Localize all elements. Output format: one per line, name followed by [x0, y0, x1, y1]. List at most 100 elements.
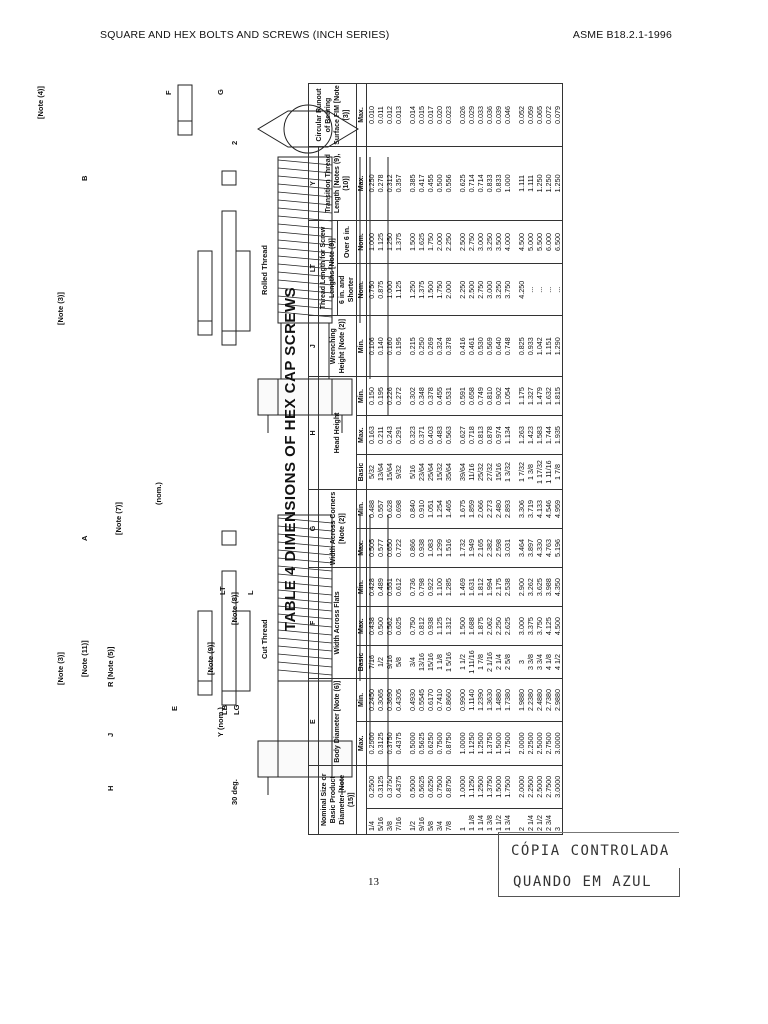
th-sub-max: Max.	[356, 146, 367, 221]
table-cell: 0.302	[408, 376, 417, 416]
table-cell: 0.140	[376, 315, 385, 377]
table-cell: 0.226	[385, 376, 394, 416]
table-cell: 2 1/4	[526, 808, 535, 835]
table-cell: 0.7410	[435, 678, 444, 722]
table-cell: 0.718	[467, 415, 476, 455]
table-cell: 0.106	[366, 315, 376, 377]
th-six-shorter: 6 in. and Shorter	[337, 263, 357, 316]
table-cell: 0.269	[426, 315, 435, 377]
table-cell: 2.625	[503, 606, 512, 646]
table-cell: 0.736	[408, 567, 417, 607]
table-cell: 0.698	[394, 489, 403, 529]
table-cell: 1.7500	[503, 721, 512, 766]
table-cell: 2.7500	[544, 721, 553, 766]
table-cell: 7/8	[444, 808, 453, 835]
th-sub-min: Min.	[356, 678, 367, 722]
angle-label: 30 deg.	[230, 779, 239, 805]
th-letter-j: J	[308, 315, 319, 377]
table-cell: 1.000	[366, 220, 376, 264]
table-cell: 0.577	[376, 528, 385, 568]
table-cell: 0.714	[476, 146, 485, 221]
table-cell: 0.530	[476, 315, 485, 377]
table-cell: 0.455	[435, 376, 444, 416]
table-cell: 13/16	[417, 645, 426, 679]
table-cell: 2.382	[485, 528, 494, 568]
table-cell: 0.875	[376, 263, 385, 316]
th-sub-min: Min.	[356, 567, 367, 607]
table-cell: 2 3/4	[544, 808, 553, 835]
note8-label: [Note (8)]	[230, 592, 239, 625]
table-cell: 1.327	[526, 376, 535, 416]
th-sub-max: Max.	[356, 528, 367, 568]
a-label: A	[80, 535, 89, 541]
table-cell: 1.625	[417, 220, 426, 264]
table-cell: 3.0000	[553, 721, 563, 766]
table-cell: 2.062	[485, 606, 494, 646]
th-wrenching-height: Wrenching Height [Note (2)]	[318, 315, 357, 377]
table-cell: 0.215	[408, 315, 417, 377]
table-cell: 0.569	[485, 315, 494, 377]
table-cell: 2	[517, 808, 526, 835]
table-cell: 4.250	[517, 263, 526, 316]
table-cell: 0.6250	[426, 721, 435, 766]
table-cell: 0.250	[417, 315, 426, 377]
table-cell: 0.866	[408, 528, 417, 568]
table-cell: 1 7/8	[476, 645, 485, 679]
table-cell: 1.042	[535, 315, 544, 377]
table-cell: 1.125	[376, 220, 385, 264]
table-cell: 3	[517, 645, 526, 679]
table-cell: 3.750	[535, 606, 544, 646]
table-cell: 2.500	[458, 220, 467, 264]
table-cell: 1.125	[435, 606, 444, 646]
table-cell: 4.350	[553, 567, 563, 607]
table-cell: 0.658	[467, 376, 476, 416]
table-cell: 1/2	[408, 808, 417, 835]
table-cell: ...	[535, 263, 544, 316]
table-cell: 0.079	[553, 83, 563, 147]
note5-label: R [Note (5)]	[106, 646, 115, 687]
table-cell: 1.0000	[458, 721, 467, 766]
th-sub-max: Max.	[356, 721, 367, 766]
table-cell: 1.375	[417, 263, 426, 316]
note11-label: [Note (11)]	[80, 640, 89, 677]
th-sub-max: Max.	[356, 606, 367, 646]
note3-label: [Note (3)]	[56, 652, 65, 685]
table-cell: 1.151	[544, 315, 553, 377]
th-thread-length: Thread Length for Screw Lengths [Note (9…	[318, 220, 338, 316]
table-cell: 1.423	[526, 415, 535, 455]
table-cell: 4.000	[503, 220, 512, 264]
table-cell: 3/4	[435, 808, 444, 835]
dim-2-label: 2	[230, 140, 239, 145]
table-cell: 1.2500	[476, 721, 485, 766]
note9-label: [Note (9)]	[206, 642, 215, 675]
table-cell: 4.959	[553, 489, 563, 529]
table-cell: 3.897	[526, 528, 535, 568]
table-cell: 0.7500	[435, 765, 444, 809]
table-cell: 1.479	[535, 376, 544, 416]
table-cell: 2.0000	[517, 765, 526, 809]
table-cell: 0.195	[376, 376, 385, 416]
table-cell: 1 3/8	[485, 808, 494, 835]
table-cell: 1.1250	[467, 721, 476, 766]
table-cell: 0.612	[394, 567, 403, 607]
table-cell: 0.3750	[385, 721, 394, 766]
table-cell: 0.933	[526, 315, 535, 377]
table-cell: 0.323	[408, 415, 417, 455]
table-cell: 4 1/2	[553, 645, 563, 679]
table-cell: 1.175	[517, 376, 526, 416]
table-cell: 3/8	[385, 808, 394, 835]
table-cell: 1.125	[394, 263, 403, 316]
table-cell: 1 11/16	[467, 645, 476, 679]
table-cell: 1.631	[467, 567, 476, 607]
table-cell: 2.250	[444, 220, 453, 264]
note7-label: [Note (7)]	[114, 502, 123, 535]
table-cell: 3.000	[485, 263, 494, 316]
table-cell: 0.840	[408, 489, 417, 529]
table-cell: 3.500	[494, 220, 503, 264]
table-cell: 0.5625	[417, 721, 426, 766]
table-cell: 0.195	[394, 315, 403, 377]
table-cell: 3.262	[526, 567, 535, 607]
